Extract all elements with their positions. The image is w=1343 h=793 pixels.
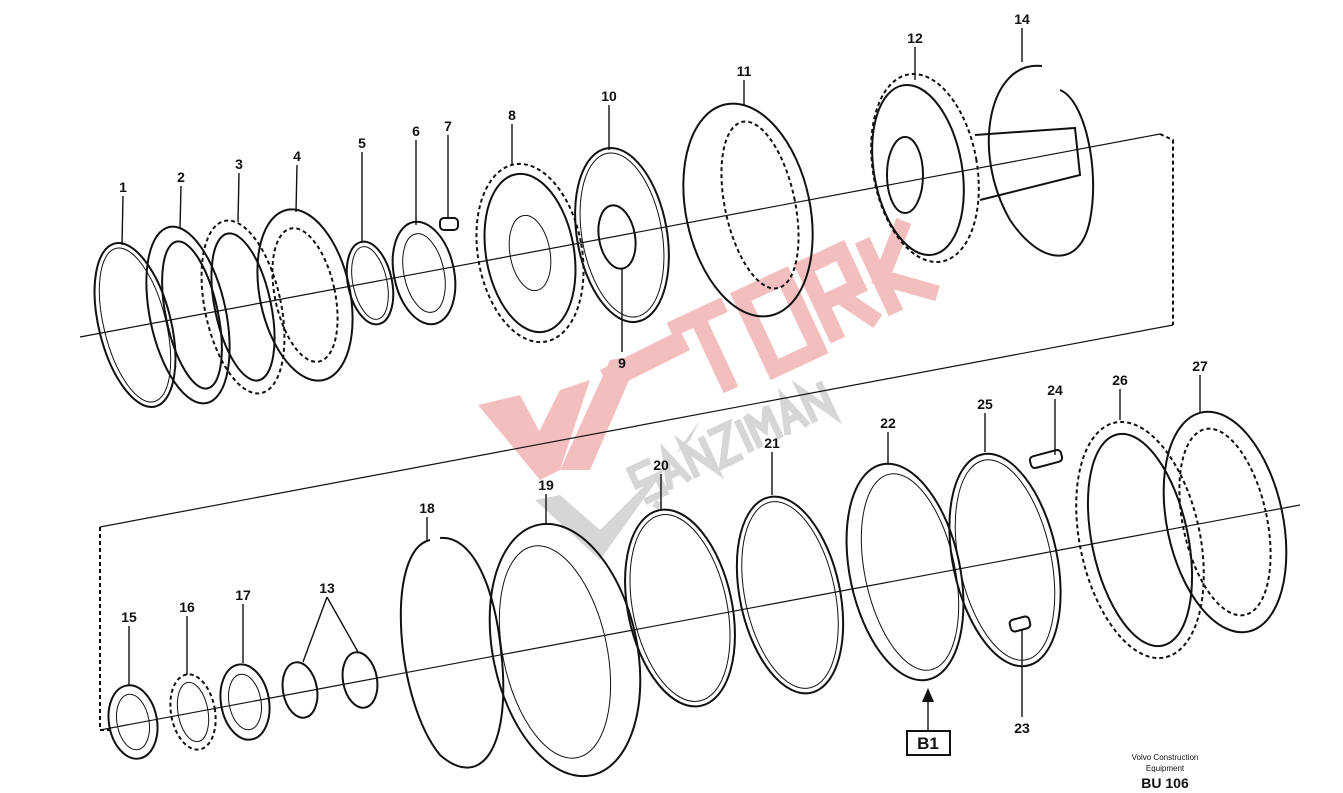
label-part-5: 5 [358, 135, 366, 151]
label-part-12: 12 [907, 30, 923, 46]
part-11-ring-gear [682, 102, 814, 318]
part-labels: 1 2 3 4 5 6 7 8 9 10 11 12 14 15 16 17 1… [119, 11, 1208, 736]
label-part-3: 3 [235, 156, 243, 172]
watermark-logo [478, 218, 940, 560]
part-2-plate [145, 225, 231, 405]
part-27-disc [1162, 410, 1288, 634]
part-19-piston [488, 522, 642, 778]
label-part-19: 19 [538, 477, 554, 493]
label-part-23: 23 [1014, 720, 1030, 736]
label-part-9: 9 [618, 355, 626, 371]
label-part-24: 24 [1047, 382, 1063, 398]
part-23-pin [1008, 615, 1032, 633]
part-21-seal [735, 495, 845, 695]
label-part-15: 15 [121, 609, 137, 625]
part-14-snap-ring [987, 64, 1095, 257]
part-22-cylinder [845, 462, 965, 682]
manufacturer-line2: Equipment [1145, 764, 1185, 773]
assembly-axes [79, 133, 1301, 731]
leader-lines [121, 28, 1201, 730]
part-3-disc [200, 219, 286, 395]
part-5-ring [345, 240, 395, 326]
part-12-carrier-gear [870, 73, 1082, 263]
callout-b1: B1 [906, 730, 951, 756]
label-part-18: 18 [419, 500, 435, 516]
manufacturer-label: Volvo Construction Equipment [1110, 752, 1220, 774]
label-part-4: 4 [293, 148, 301, 164]
label-part-1: 1 [119, 179, 127, 195]
label-part-2: 2 [177, 169, 185, 185]
label-part-6: 6 [412, 123, 420, 139]
label-part-17: 17 [235, 587, 251, 603]
part-15-ring [107, 684, 159, 760]
part-9-washer [597, 204, 637, 270]
label-part-10: 10 [601, 88, 617, 104]
part-10-washer [574, 146, 670, 324]
label-part-16: 16 [179, 599, 195, 615]
part-6-bearing-plate [391, 220, 457, 326]
part-25-retainer [948, 452, 1062, 668]
drawing-code: BU 106 [1141, 775, 1189, 791]
part-18-snap-ring [399, 536, 505, 769]
label-part-25: 25 [977, 396, 993, 412]
part-17-ring [219, 663, 271, 741]
part-1-snap-ring [93, 242, 177, 408]
label-part-27: 27 [1192, 358, 1208, 374]
label-part-7: 7 [444, 118, 452, 134]
part-26-disc [1075, 420, 1205, 660]
label-part-20: 20 [653, 457, 669, 473]
manufacturer-line1: Volvo Construction [1131, 753, 1199, 762]
label-part-26: 26 [1112, 372, 1128, 388]
label-part-13: 13 [319, 580, 335, 596]
callout-b1-label: B1 [917, 734, 939, 753]
part-24-bolt [1028, 448, 1064, 470]
label-part-8: 8 [508, 107, 516, 123]
label-part-21: 21 [764, 435, 780, 451]
label-part-14: 14 [1014, 11, 1030, 27]
part-13-bushings [281, 651, 379, 719]
label-part-22: 22 [880, 415, 896, 431]
label-part-11: 11 [737, 63, 752, 79]
part-8-gear [475, 162, 585, 344]
part-7-pin [439, 217, 459, 231]
part-20-seal [624, 508, 736, 708]
